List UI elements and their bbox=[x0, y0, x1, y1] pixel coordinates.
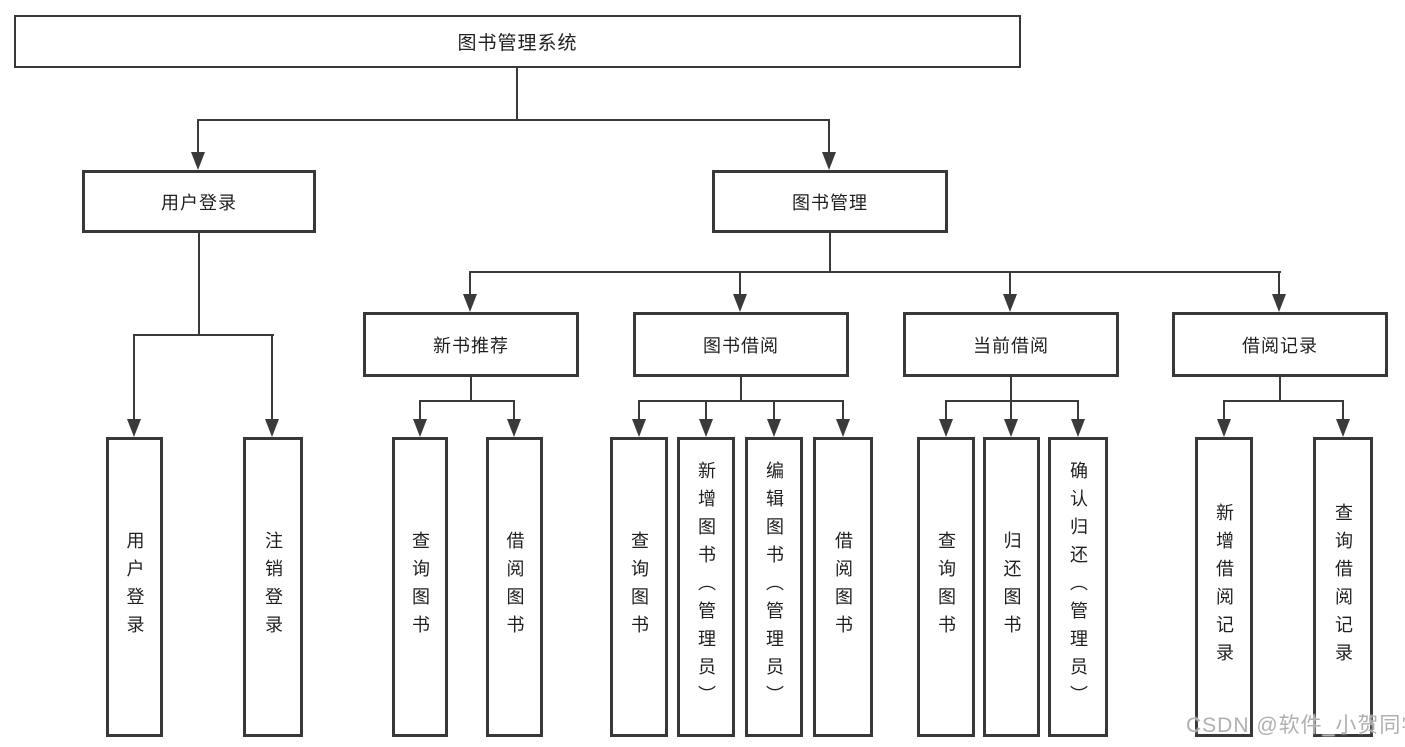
arrow-down-icon bbox=[1004, 419, 1018, 437]
arrow-down-icon bbox=[836, 419, 850, 437]
arrow-down-icon bbox=[699, 419, 713, 437]
connector-records-drop-1 bbox=[1223, 400, 1225, 421]
leaf-borrow-edit-book: 编辑图书（管理员） bbox=[745, 437, 803, 737]
leaf-recommend-borrow-book: 借阅图书 bbox=[486, 437, 543, 737]
connector-user-login-drop-1 bbox=[133, 334, 135, 419]
node-book-borrow: 图书借阅 bbox=[633, 312, 849, 377]
node-current-borrow-label: 当前借阅 bbox=[973, 335, 1049, 356]
arrow-down-icon bbox=[463, 294, 477, 312]
node-new-book-recommend-label: 新书推荐 bbox=[433, 335, 509, 356]
node-borrow-records-label: 借阅记录 bbox=[1242, 335, 1318, 356]
leaf-borrow-add-book-label: 新增图书（管理员） bbox=[696, 461, 716, 713]
leaf-borrow-query-book: 查询图书 bbox=[610, 437, 668, 737]
connector-records-branch bbox=[1223, 400, 1344, 402]
node-user-login-label: 用户登录 bbox=[161, 192, 237, 213]
connector-book-mgmt-drop-3 bbox=[1009, 271, 1011, 296]
arrow-down-icon bbox=[413, 419, 427, 437]
arrow-down-icon bbox=[939, 419, 953, 437]
connector-root-stem bbox=[516, 68, 518, 121]
leaf-user-login-label: 用户登录 bbox=[124, 531, 145, 643]
node-borrow-records: 借阅记录 bbox=[1172, 312, 1388, 377]
leaf-borrow-edit-book-label: 编辑图书（管理员） bbox=[764, 461, 784, 713]
leaf-current-query-book-label: 查询图书 bbox=[936, 531, 956, 643]
arrow-down-icon bbox=[1071, 419, 1085, 437]
arrow-down-icon bbox=[733, 294, 747, 312]
connector-root-branch bbox=[197, 119, 830, 121]
connector-user-login-drop-2 bbox=[271, 334, 273, 419]
connector-current-drop-2 bbox=[1010, 400, 1012, 421]
leaf-records-query-record: 查询借阅记录 bbox=[1313, 437, 1373, 737]
arrow-down-icon bbox=[191, 152, 205, 170]
leaf-current-return-book-label: 归还图书 bbox=[1001, 531, 1022, 643]
connector-recommend-drop-2 bbox=[513, 400, 515, 421]
connector-user-login-stem bbox=[198, 233, 200, 336]
leaf-current-query-book: 查询图书 bbox=[917, 437, 975, 737]
connector-root-drop-left bbox=[197, 119, 199, 154]
node-user-login: 用户登录 bbox=[82, 170, 316, 233]
connector-book-mgmt-drop-1 bbox=[469, 271, 471, 296]
leaf-records-query-record-label: 查询借阅记录 bbox=[1333, 503, 1353, 671]
connector-current-branch bbox=[945, 400, 1079, 402]
leaf-user-login: 用户登录 bbox=[106, 437, 163, 737]
leaf-recommend-query-book: 查询图书 bbox=[392, 437, 448, 737]
leaf-borrow-add-book: 新增图书（管理员） bbox=[677, 437, 735, 737]
connector-borrow-drop-2 bbox=[705, 400, 707, 421]
leaf-recommend-borrow-book-label: 借阅图书 bbox=[504, 531, 525, 643]
connector-recommend-stem bbox=[470, 377, 472, 402]
node-root-label: 图书管理系统 bbox=[457, 33, 578, 54]
connector-borrow-branch bbox=[638, 400, 844, 402]
connector-borrow-drop-1 bbox=[638, 400, 640, 421]
connector-records-drop-2 bbox=[1342, 400, 1344, 421]
node-new-book-recommend: 新书推荐 bbox=[363, 312, 579, 377]
connector-book-mgmt-stem bbox=[829, 233, 831, 273]
connector-current-drop-3 bbox=[1077, 400, 1079, 421]
connector-records-stem bbox=[1279, 377, 1281, 402]
leaf-current-confirm-return: 确认归还（管理员） bbox=[1048, 437, 1108, 737]
node-book-management: 图书管理 bbox=[712, 170, 948, 233]
arrow-down-icon bbox=[822, 152, 836, 170]
node-current-borrow: 当前借阅 bbox=[903, 312, 1119, 377]
arrow-down-icon bbox=[767, 419, 781, 437]
connector-recommend-drop-1 bbox=[419, 400, 421, 421]
connector-book-mgmt-drop-2 bbox=[739, 271, 741, 296]
node-book-borrow-label: 图书借阅 bbox=[703, 335, 779, 356]
connector-borrow-drop-3 bbox=[773, 400, 775, 421]
connector-user-login-branch bbox=[133, 334, 274, 336]
arrow-down-icon bbox=[1217, 419, 1231, 437]
leaf-recommend-query-book-label: 查询图书 bbox=[410, 531, 430, 643]
node-book-management-label: 图书管理 bbox=[792, 192, 868, 213]
connector-current-stem bbox=[1010, 377, 1012, 402]
leaf-current-confirm-return-label: 确认归还（管理员） bbox=[1068, 461, 1088, 713]
arrow-down-icon bbox=[127, 419, 141, 437]
arrow-down-icon bbox=[632, 419, 646, 437]
connector-borrow-stem bbox=[740, 377, 742, 402]
connector-borrow-drop-4 bbox=[842, 400, 844, 421]
leaf-records-add-record-label: 新增借阅记录 bbox=[1214, 503, 1234, 671]
connector-recommend-branch bbox=[419, 400, 515, 402]
arrow-down-icon bbox=[1003, 294, 1017, 312]
leaf-borrow-borrow-book: 借阅图书 bbox=[813, 437, 873, 737]
leaf-borrow-borrow-book-label: 借阅图书 bbox=[833, 531, 853, 643]
arrow-down-icon bbox=[1272, 294, 1286, 312]
watermark: CSDN @软件_小贺同学 bbox=[1186, 714, 1405, 737]
arrow-down-icon bbox=[507, 419, 521, 437]
leaf-borrow-query-book-label: 查询图书 bbox=[629, 531, 649, 643]
connector-root-drop-right bbox=[828, 119, 830, 154]
connector-current-drop-1 bbox=[945, 400, 947, 421]
connector-book-mgmt-drop-4 bbox=[1278, 271, 1280, 296]
leaf-logout-login-label: 注销登录 bbox=[263, 531, 283, 643]
arrow-down-icon bbox=[1336, 419, 1350, 437]
node-root: 图书管理系统 bbox=[14, 15, 1021, 68]
connector-book-mgmt-branch bbox=[469, 271, 1281, 273]
arrow-down-icon bbox=[265, 419, 279, 437]
leaf-current-return-book: 归还图书 bbox=[983, 437, 1040, 737]
leaf-logout-login: 注销登录 bbox=[243, 437, 303, 737]
leaf-records-add-record: 新增借阅记录 bbox=[1195, 437, 1253, 737]
